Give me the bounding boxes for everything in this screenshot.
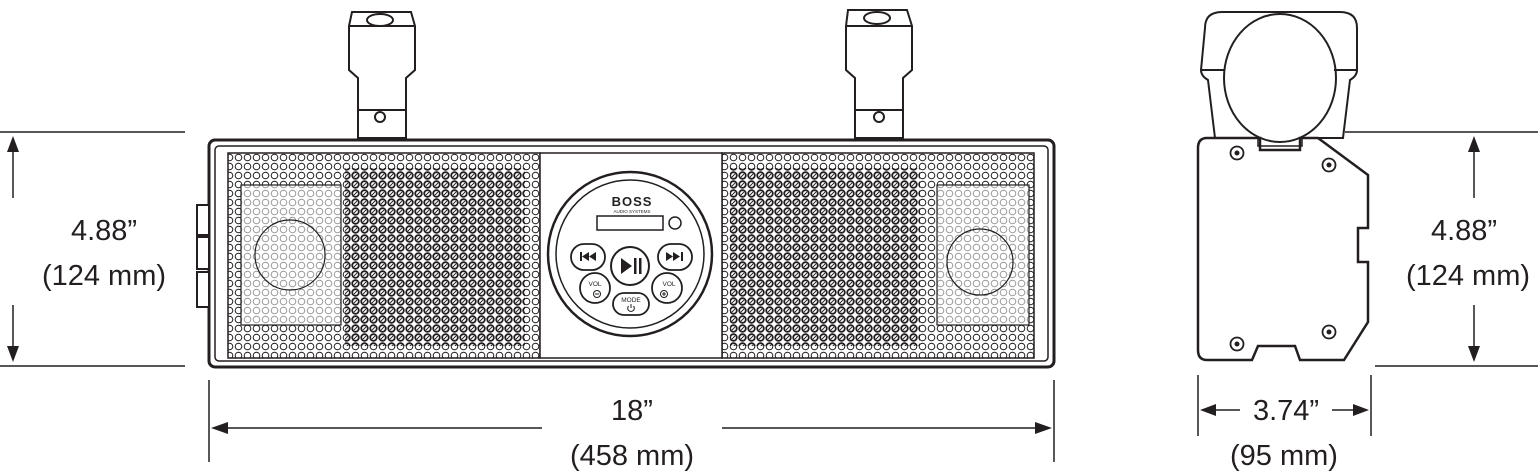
- sensor-icon: [668, 216, 682, 230]
- left-mount-clamp: [348, 11, 416, 139]
- front-width-dimension: 18” (458 mm): [208, 380, 1055, 472]
- prev-track-button[interactable]: [570, 243, 606, 271]
- side-height-inches: 4.88”: [1431, 215, 1497, 247]
- screw-icon: [1229, 145, 1245, 161]
- front-height-inches: 4.88”: [71, 215, 137, 247]
- side-depth-dimension: 3.74” (95 mm): [1197, 375, 1372, 472]
- mode-button[interactable]: MODE: [612, 292, 650, 316]
- prev-track-icon: [580, 252, 596, 261]
- volume-down-button[interactable]: VOL: [579, 272, 611, 304]
- side-height-dimension: 4.88” (124 mm): [1345, 131, 1538, 367]
- brand-subtitle: AUDIO SYSTEMS: [613, 209, 650, 214]
- side-view: 4.88” (124 mm) 3.74” (95 mm): [1196, 11, 1538, 472]
- control-head-unit: BOSS AUDIO SYSTEMS: [546, 170, 714, 338]
- screw-icon: [1229, 336, 1245, 352]
- mode-label: MODE: [621, 297, 641, 304]
- play-pause-icon: [621, 258, 642, 274]
- screw-icon: [1321, 157, 1337, 173]
- volume-up-button[interactable]: VOL: [651, 272, 683, 304]
- front-view: BOSS AUDIO SYSTEMS: [0, 9, 1056, 472]
- vol-down-label: VOL: [588, 281, 601, 288]
- side-connectors: [196, 204, 210, 308]
- minus-icon: [593, 290, 601, 298]
- vol-up-label: VOL: [662, 281, 675, 288]
- next-track-button[interactable]: [657, 243, 693, 271]
- play-pause-button[interactable]: [610, 246, 650, 286]
- plus-icon: [660, 290, 668, 298]
- front-height-dimension: 4.88” (124 mm): [0, 131, 185, 367]
- left-speaker-grille: [227, 152, 541, 359]
- side-height-mm: (124 mm): [1406, 260, 1530, 292]
- side-depth-inches: 3.74”: [1253, 395, 1319, 427]
- brand-logo: BOSS: [612, 194, 653, 209]
- lcd-display: [596, 215, 664, 231]
- screw-icon: [1321, 324, 1337, 340]
- power-icon: [627, 304, 635, 312]
- side-body-bracket: [1196, 136, 1370, 362]
- right-speaker-grille: [721, 152, 1035, 359]
- right-mount-clamp: [845, 9, 913, 139]
- next-track-icon: [666, 252, 683, 261]
- front-width-mm: (458 mm): [570, 440, 694, 472]
- side-depth-mm: (95 mm): [1230, 440, 1338, 472]
- front-width-inches: 18”: [611, 395, 653, 427]
- side-mount-clamp: [1199, 11, 1358, 143]
- front-height-mm: (124 mm): [42, 260, 166, 292]
